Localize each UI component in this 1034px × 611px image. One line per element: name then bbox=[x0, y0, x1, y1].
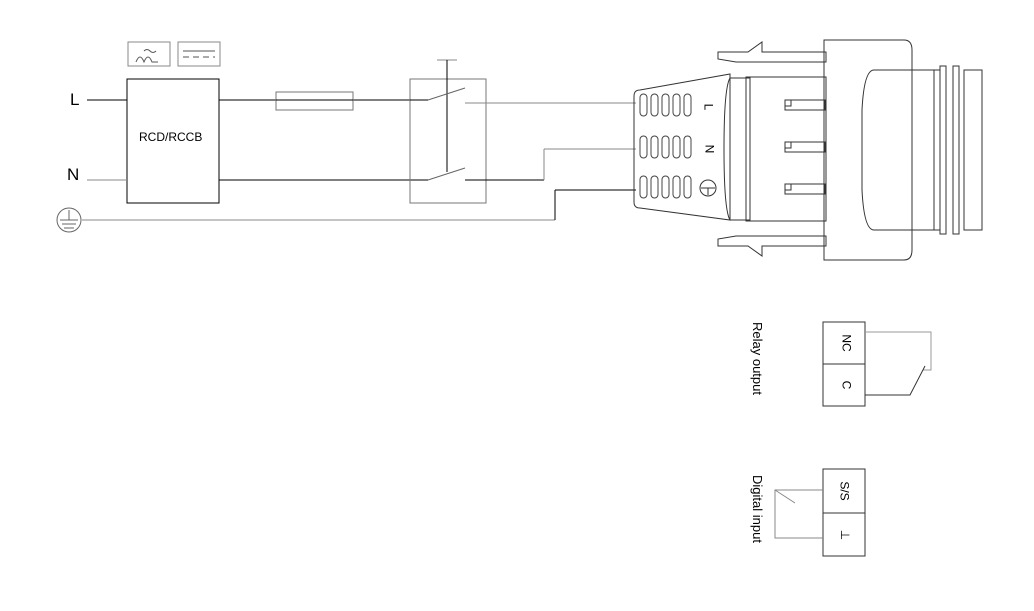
earth-ground-icon bbox=[56, 207, 82, 233]
terminal-c: C bbox=[839, 380, 854, 390]
double-pole-switch bbox=[409, 59, 636, 204]
rcd-type-icons bbox=[127, 41, 221, 67]
terminal-common: ⊥ bbox=[838, 529, 853, 541]
line-label: L bbox=[70, 90, 80, 109]
rcd-label: RCD/RCCB bbox=[139, 130, 203, 144]
power-connector bbox=[633, 39, 983, 261]
relay-output-block bbox=[822, 321, 932, 407]
terminal-nc: NC bbox=[839, 334, 854, 352]
relay-output-title: Relay output bbox=[750, 322, 765, 395]
fuse-icon bbox=[275, 91, 354, 111]
pin-label-l: L bbox=[701, 103, 716, 111]
pin-label-n: N bbox=[702, 144, 717, 154]
rcd-box bbox=[126, 78, 220, 204]
digital-input-block bbox=[774, 468, 866, 557]
terminal-ss: S/S bbox=[837, 481, 852, 501]
digital-input-title: Digital input bbox=[750, 475, 765, 543]
neutral-label: N bbox=[67, 165, 80, 184]
